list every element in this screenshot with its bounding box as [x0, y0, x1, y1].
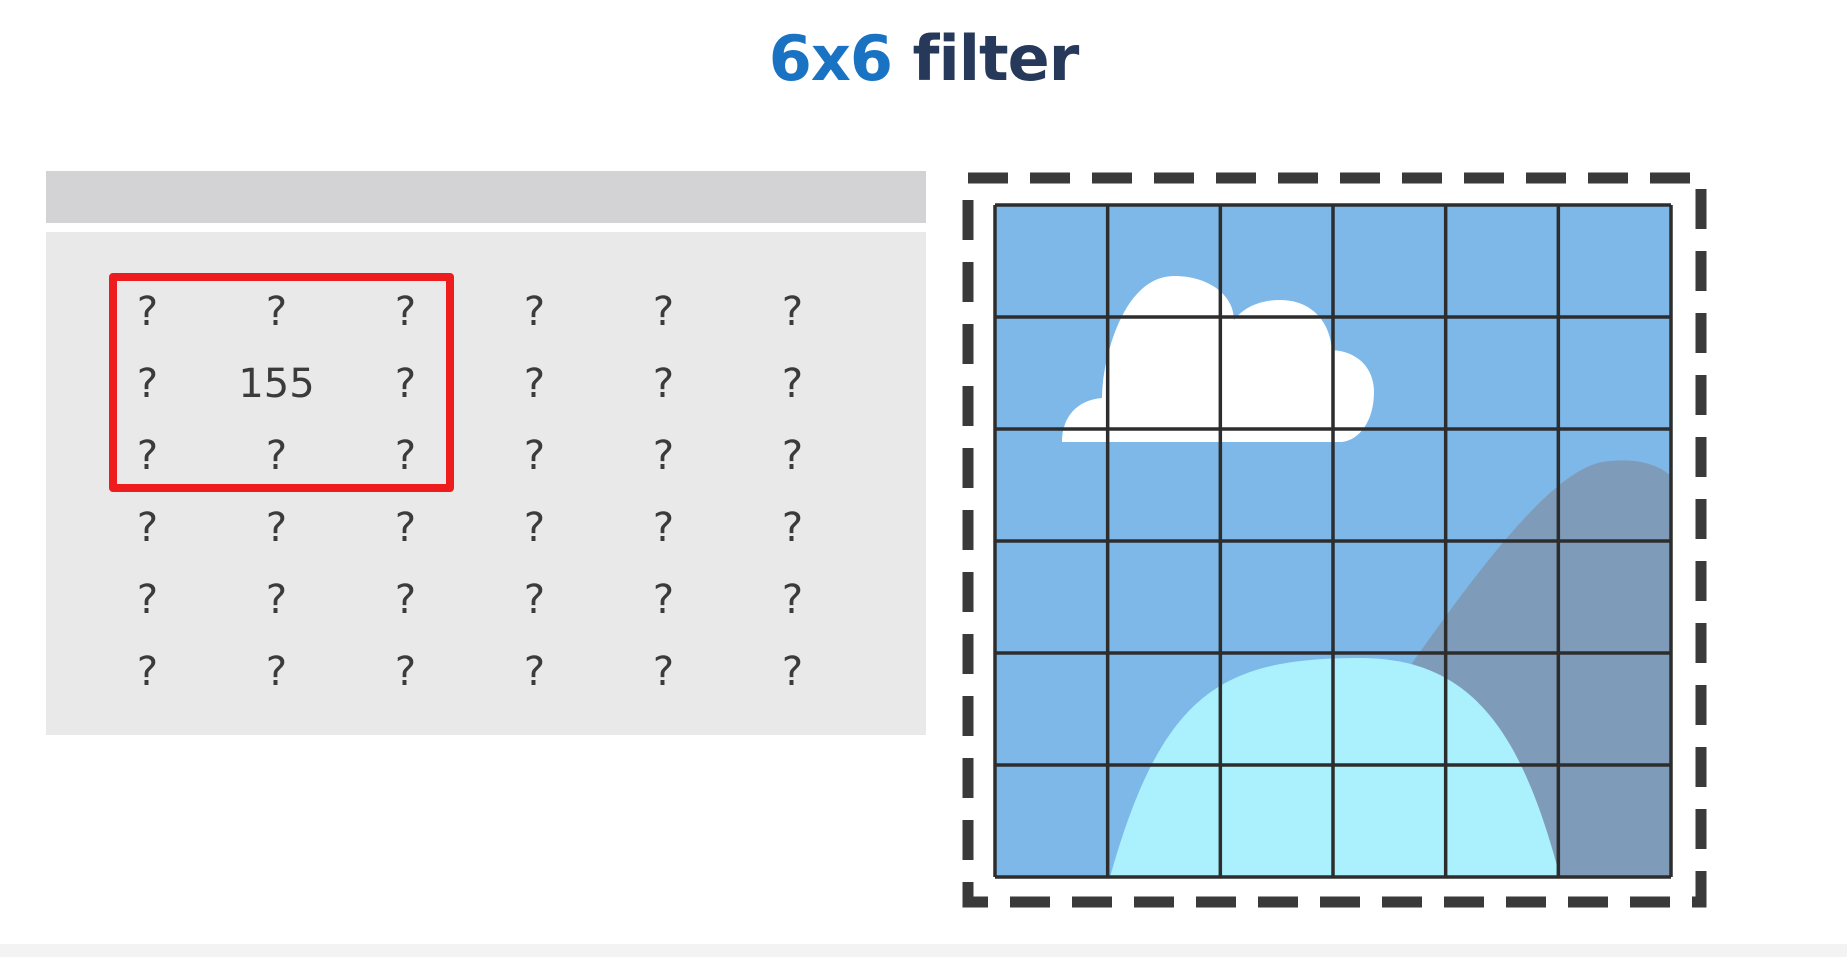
image-illustration-svg [962, 172, 1707, 908]
grid-cell: ? [781, 289, 804, 335]
grid-cell: ? [781, 577, 804, 623]
grid-cell: 155 [238, 361, 315, 407]
grid-cell: ? [136, 361, 159, 407]
grid-cell: ? [136, 577, 159, 623]
grid-cell: ? [652, 361, 675, 407]
grid-cell: ? [652, 577, 675, 623]
grid-cell: ? [394, 505, 417, 551]
grid-cell: ? [523, 361, 546, 407]
grid-cell: ? [652, 289, 675, 335]
page-title: 6x6 filter [0, 22, 1847, 95]
bottom-bar [0, 944, 1847, 957]
dashed-border [962, 172, 1707, 908]
grid-cell: ? [265, 649, 288, 695]
grid-cell: ? [394, 361, 417, 407]
grid-cell: ? [136, 433, 159, 479]
grid-cell: ? [136, 289, 159, 335]
grid-cell: ? [523, 577, 546, 623]
grid-cell: ? [394, 289, 417, 335]
grid-cell: ? [523, 505, 546, 551]
image-grid-lines [993, 203, 1673, 879]
grid-cell: ? [394, 649, 417, 695]
title-rest: filter [891, 22, 1080, 95]
grid-cell: ? [652, 505, 675, 551]
grid-cell: ? [265, 505, 288, 551]
grid-cell: ? [781, 649, 804, 695]
grid-cell: ? [265, 577, 288, 623]
value-grid: ??????? 155???????????????????????????? [83, 276, 857, 708]
grid-cell: ? [523, 433, 546, 479]
grid-cell: ? [781, 361, 804, 407]
image-illustration [962, 172, 1707, 908]
matrix-panel-header [46, 171, 926, 223]
grid-cell: ? [394, 577, 417, 623]
filter-window-highlight [109, 273, 454, 492]
grid-cell: ? [136, 649, 159, 695]
grid-cell: ? [265, 289, 288, 335]
grid-cell: ? [781, 433, 804, 479]
matrix-panel [46, 232, 926, 735]
grid-cell: ? [781, 505, 804, 551]
hill [1110, 658, 1560, 877]
grid-cell: ? [652, 433, 675, 479]
grid-cell: ? [136, 505, 159, 551]
grid-cell: ? [523, 289, 546, 335]
grid-cell: ? [394, 433, 417, 479]
grid-cell: ? [652, 649, 675, 695]
grid-cell: ? [523, 649, 546, 695]
grid-cell: ? [265, 433, 288, 479]
title-accent: 6x6 [768, 22, 893, 95]
